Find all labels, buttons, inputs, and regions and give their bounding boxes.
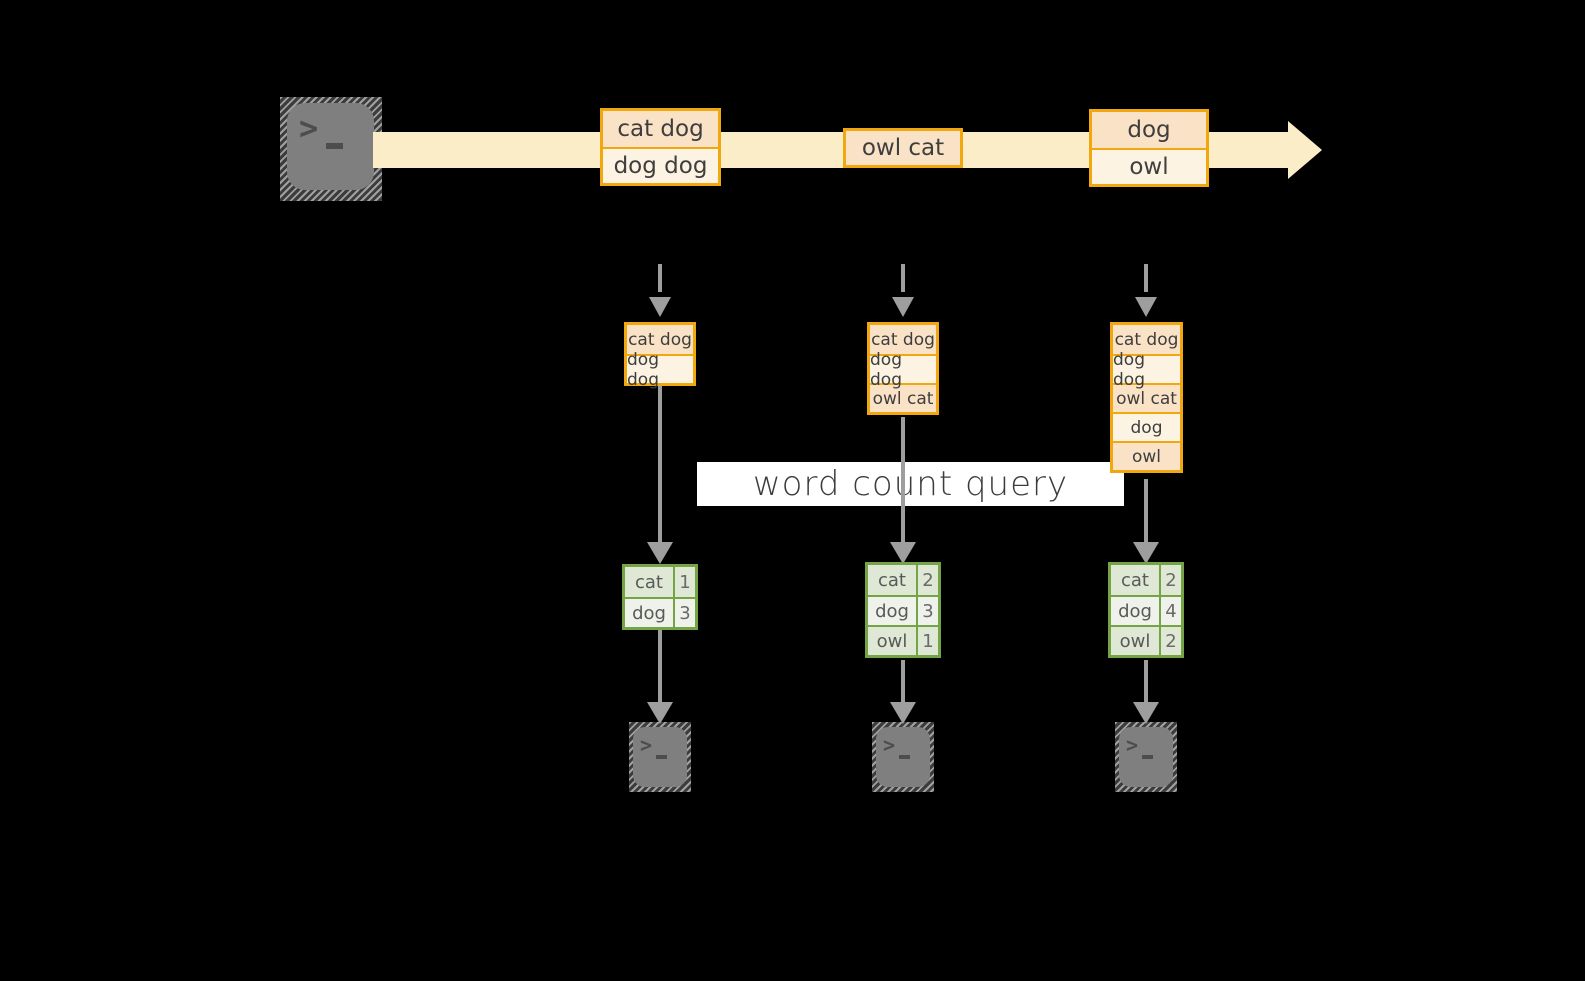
query-arrow-line [1144, 479, 1148, 544]
stream-arrowhead-icon [1288, 121, 1322, 179]
result-word: owl [1111, 627, 1159, 655]
result-word: cat [868, 565, 916, 595]
query-arrowhead-icon [890, 542, 916, 564]
stream-record: dog [1092, 112, 1206, 148]
input-row: dog dog [627, 350, 693, 390]
trigger-arrowhead-icon [892, 297, 914, 317]
result-word: cat [625, 567, 673, 597]
stream-batch-2: owl cat [843, 128, 963, 168]
result-count: 1 [916, 627, 938, 655]
result-row: owl 2 [1111, 625, 1181, 655]
input-row: cat dog [627, 325, 693, 354]
query-arrowhead-icon [1133, 542, 1159, 564]
result-row: cat 2 [1111, 565, 1181, 595]
terminal-prompt-icon: > [640, 733, 653, 757]
source-terminal-icon: > [287, 103, 374, 190]
result-count: 3 [916, 597, 938, 625]
trigger-arrowhead-icon [649, 297, 671, 317]
input-row: owl [1113, 441, 1180, 470]
input-table-1: cat dog dog dog [624, 322, 696, 390]
terminal-cursor-icon [326, 143, 343, 149]
result-count: 3 [673, 599, 695, 627]
output-arrowhead-icon [647, 702, 673, 724]
stream-record: dog dog [603, 147, 718, 183]
result-table-2: cat 2 dog 3 owl 1 [865, 562, 941, 658]
sink-terminal-icon: > [633, 727, 687, 787]
trigger-arrow-dash [901, 264, 905, 292]
input-row: cat dog [1113, 325, 1180, 354]
terminal-prompt-icon: > [1126, 733, 1139, 757]
input-row: owl cat [1113, 383, 1180, 412]
output-arrow-line [901, 660, 905, 704]
query-label-band: word count query [697, 462, 1124, 506]
terminal-cursor-icon [899, 755, 910, 759]
sink-terminal-icon: > [876, 727, 930, 787]
trigger-arrow-dash [1144, 264, 1148, 292]
result-count: 4 [1159, 597, 1181, 625]
terminal-prompt-icon: > [299, 109, 319, 147]
result-row: owl 1 [868, 625, 938, 655]
trigger-arrowhead-icon [1135, 297, 1157, 317]
input-row: cat dog [870, 325, 936, 354]
query-arrowhead-icon [647, 542, 673, 564]
query-arrow-line [658, 386, 662, 544]
stream-batch-3: dog owl [1089, 109, 1209, 187]
trigger-arrow-dash [658, 264, 662, 292]
sink-terminal-icon: > [1119, 727, 1173, 787]
result-count: 2 [1159, 627, 1181, 655]
result-word: cat [1111, 565, 1159, 595]
result-count: 1 [673, 567, 695, 597]
stream-batch-1: cat dog dog dog [600, 108, 721, 186]
result-word: owl [868, 627, 916, 655]
result-count: 2 [916, 565, 938, 595]
result-table-3: cat 2 dog 4 owl 2 [1108, 562, 1184, 658]
output-arrow-line [1144, 660, 1148, 704]
output-arrow-line [658, 630, 662, 704]
result-row: cat 1 [625, 567, 695, 597]
stream-record: owl [1092, 148, 1206, 184]
input-row: dog [1113, 412, 1180, 441]
terminal-cursor-icon [656, 755, 667, 759]
result-word: dog [868, 597, 916, 625]
output-arrowhead-icon [1133, 702, 1159, 724]
terminal-cursor-icon [1142, 755, 1153, 759]
input-row: dog dog [870, 350, 936, 390]
result-row: cat 2 [868, 565, 938, 595]
result-word: dog [625, 599, 673, 627]
result-row: dog 4 [1111, 595, 1181, 625]
result-count: 2 [1159, 565, 1181, 595]
stream-record: owl cat [846, 131, 960, 165]
query-label: word count query [752, 464, 1069, 504]
input-row: dog dog [1113, 350, 1180, 390]
result-row: dog 3 [868, 595, 938, 625]
output-arrowhead-icon [890, 702, 916, 724]
query-arrow-line [901, 417, 905, 544]
input-row: owl cat [870, 383, 936, 412]
result-table-1: cat 1 dog 3 [622, 564, 698, 630]
input-table-3: cat dog dog dog owl cat dog owl [1110, 322, 1183, 473]
stream-record: cat dog [603, 111, 718, 147]
result-word: dog [1111, 597, 1159, 625]
input-table-2: cat dog dog dog owl cat [867, 322, 939, 415]
terminal-prompt-icon: > [883, 733, 896, 757]
result-row: dog 3 [625, 597, 695, 627]
